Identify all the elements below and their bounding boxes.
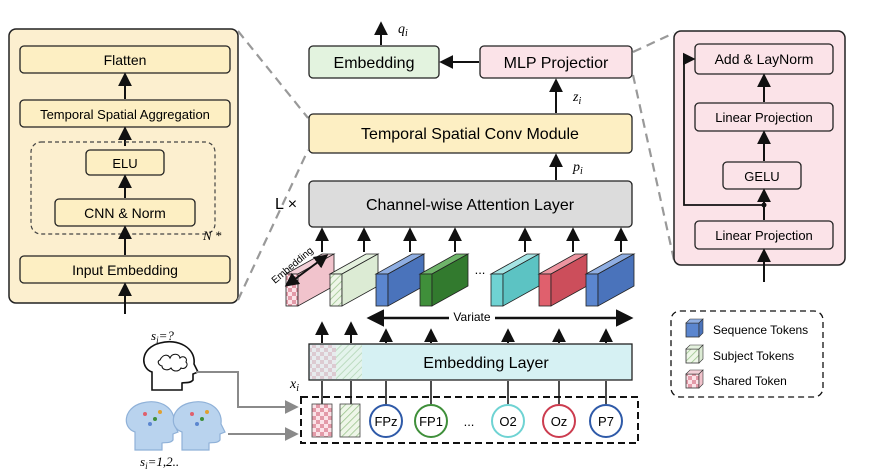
left-detail-panel: Flatten Temporal Spatial Aggregation ELU… [8,28,239,314]
attention-layer-block: Channel-wise Attention Layer [308,180,633,228]
right-detail-panel: Add & LayNorm Linear Projection GELU Lin… [673,30,846,282]
mlp-projector-block: MLP Projectior [479,45,633,79]
linear-projection-top-block: Linear Projection [694,102,834,132]
input-embedding-label: Input Embedding [72,262,178,278]
shared-token-input [311,403,333,438]
unknown-subject-head-icon [143,341,200,391]
legend: Sequence Tokens Subject Tokens Shared To… [670,310,824,398]
linear-projection-top-label: Linear Projection [715,110,813,125]
legend-frame [670,310,824,398]
token-row [284,253,636,307]
arrow-unknown-to-input [196,371,299,414]
channel-p7-label: P7 [598,414,614,429]
embedding-layer-label: Embedding Layer [423,355,549,372]
layer-repeat-label: L × [275,196,297,213]
linear-projection-bottom-label: Linear Projection [715,228,813,243]
left-connector-top [237,30,309,119]
known-subject-head-icon-2 [172,401,226,451]
channel-oz: Oz [542,404,576,438]
x-label: xi [289,377,299,394]
elu-block: ELU [85,149,165,176]
residual-connection [682,52,764,206]
channel-fp1-label: FP1 [419,414,443,429]
linear-projection-bottom-block: Linear Projection [694,220,834,250]
elu-label: ELU [112,156,137,171]
channel-o2-label: O2 [499,414,516,429]
subject-token-input [339,403,361,438]
channel-fpz-label: FPz [374,414,397,429]
channel-fp1: FP1 [414,404,448,438]
legend-subject-label: Subject Tokens [713,349,794,363]
right-connector-top [632,32,675,53]
conv-module-label: Temporal Spatial Conv Module [361,126,579,143]
channel-oz-label: Oz [551,414,568,429]
conv-module-block: Temporal Spatial Conv Module [308,113,633,154]
gelu-block: GELU [722,161,802,190]
legend-shared-label: Shared Token [713,374,787,388]
q-label: qi [398,22,408,39]
add-laynorm-label: Add & LayNorm [715,51,814,67]
channel-ellipsis: ... [464,414,475,429]
subject-token-bar [328,253,380,307]
input-embedding-block: Input Embedding [19,255,231,284]
mlp-projector-label: MLP Projectior [504,55,609,72]
sequence-token-bar-1 [374,253,426,307]
sequence-token-bar-3 [489,253,541,307]
cnn-norm-block: CNN & Norm [54,198,196,227]
input-channel-box [300,396,639,444]
z-label: zi [572,90,581,107]
repeat-count-label: N * [202,228,222,243]
output-embedding-label: Embedding [334,55,415,72]
variate-label: Variate [453,310,490,324]
channel-fpz: FPz [369,404,403,438]
embedding-up-arrows [315,321,613,343]
right-panel-frame [673,30,846,266]
flatten-label: Flatten [104,52,147,68]
known-subject-head-icon-1 [125,401,179,451]
sequence-token-bar-2 [418,253,470,307]
add-laynorm-block: Add & LayNorm [694,43,834,75]
embedding-layer-block: Embedding Layer [308,343,633,381]
token-up-arrows [315,227,628,252]
aggregation-label: Temporal Spatial Aggregation [40,107,210,122]
attention-layer-label: Channel-wise Attention Layer [366,197,575,214]
channel-o2: O2 [491,404,525,438]
aggregation-block: Temporal Spatial Aggregation [19,99,231,128]
token-ellipsis: ... [475,262,486,277]
known-subjects-label: si=1,2.. [140,454,179,471]
p-label: pi [572,160,583,177]
sequence-token-bar-5 [584,253,636,307]
legend-sequence-swatch [685,318,704,338]
cnn-norm-label: CNN & Norm [84,205,166,221]
legend-shared-swatch [685,369,704,389]
output-embedding-block: Embedding [308,45,440,79]
input-lines [321,381,607,404]
legend-sequence-label: Sequence Tokens [713,323,808,337]
legend-subject-swatch [685,344,704,364]
channel-p7: P7 [589,404,623,438]
embedding-axis-arrow [284,254,329,287]
sequence-token-bar-4 [537,253,589,307]
flatten-block: Flatten [19,45,231,74]
right-connector-bottom [631,74,676,261]
gelu-label: GELU [744,169,779,184]
left-connector-bottom [237,149,309,301]
